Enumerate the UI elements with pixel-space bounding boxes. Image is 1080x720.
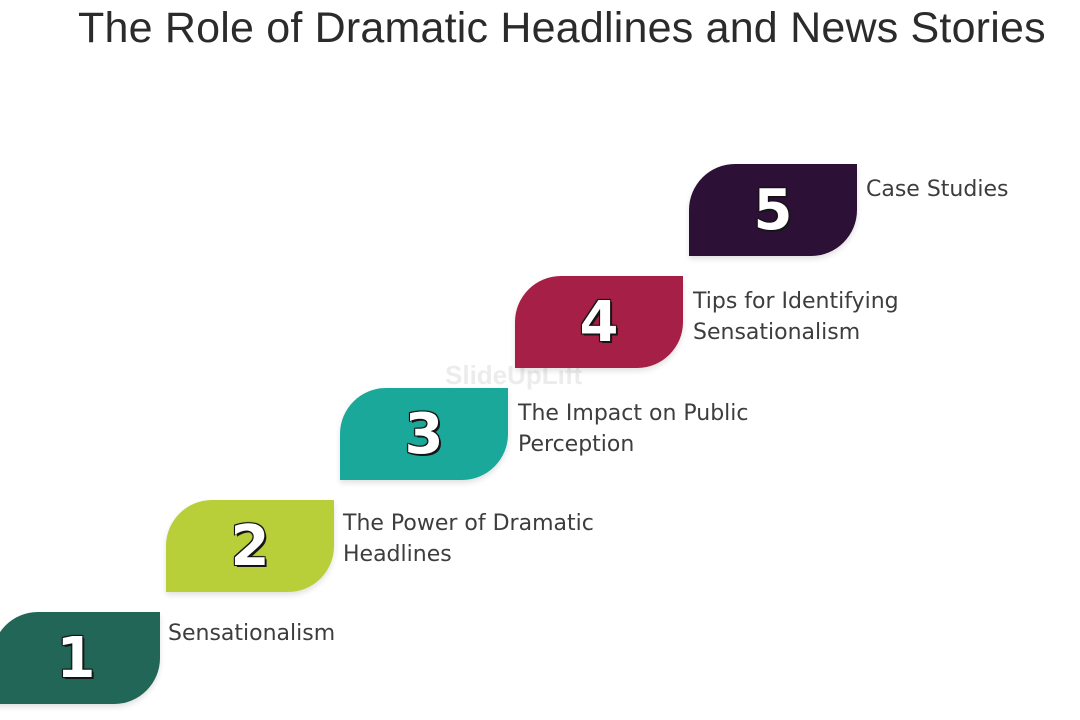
step-2-label: The Power of Dramatic Headlines	[343, 511, 594, 567]
step-5-block: 5	[689, 164, 857, 256]
step-4-label: Tips for Identifying Sensationalism	[693, 289, 899, 345]
step-2-block: 2	[166, 500, 334, 592]
step-1-label: Sensationalism	[168, 621, 336, 646]
step-3-block: 3	[340, 388, 508, 480]
step-1-block: 1	[0, 612, 160, 704]
step-4-block: 4	[515, 276, 683, 368]
step-3-number: 3	[404, 401, 444, 467]
step-3-label: The Impact on Public Perception	[518, 401, 749, 457]
step-1-number: 1	[56, 625, 96, 691]
slide-title: The Role of Dramatic Headlines and News …	[78, 4, 1046, 52]
step-2-number: 2	[230, 513, 270, 579]
step-5-number: 5	[753, 177, 793, 243]
step-5-label: Case Studies	[866, 177, 1009, 202]
step-4-number: 4	[579, 289, 619, 355]
